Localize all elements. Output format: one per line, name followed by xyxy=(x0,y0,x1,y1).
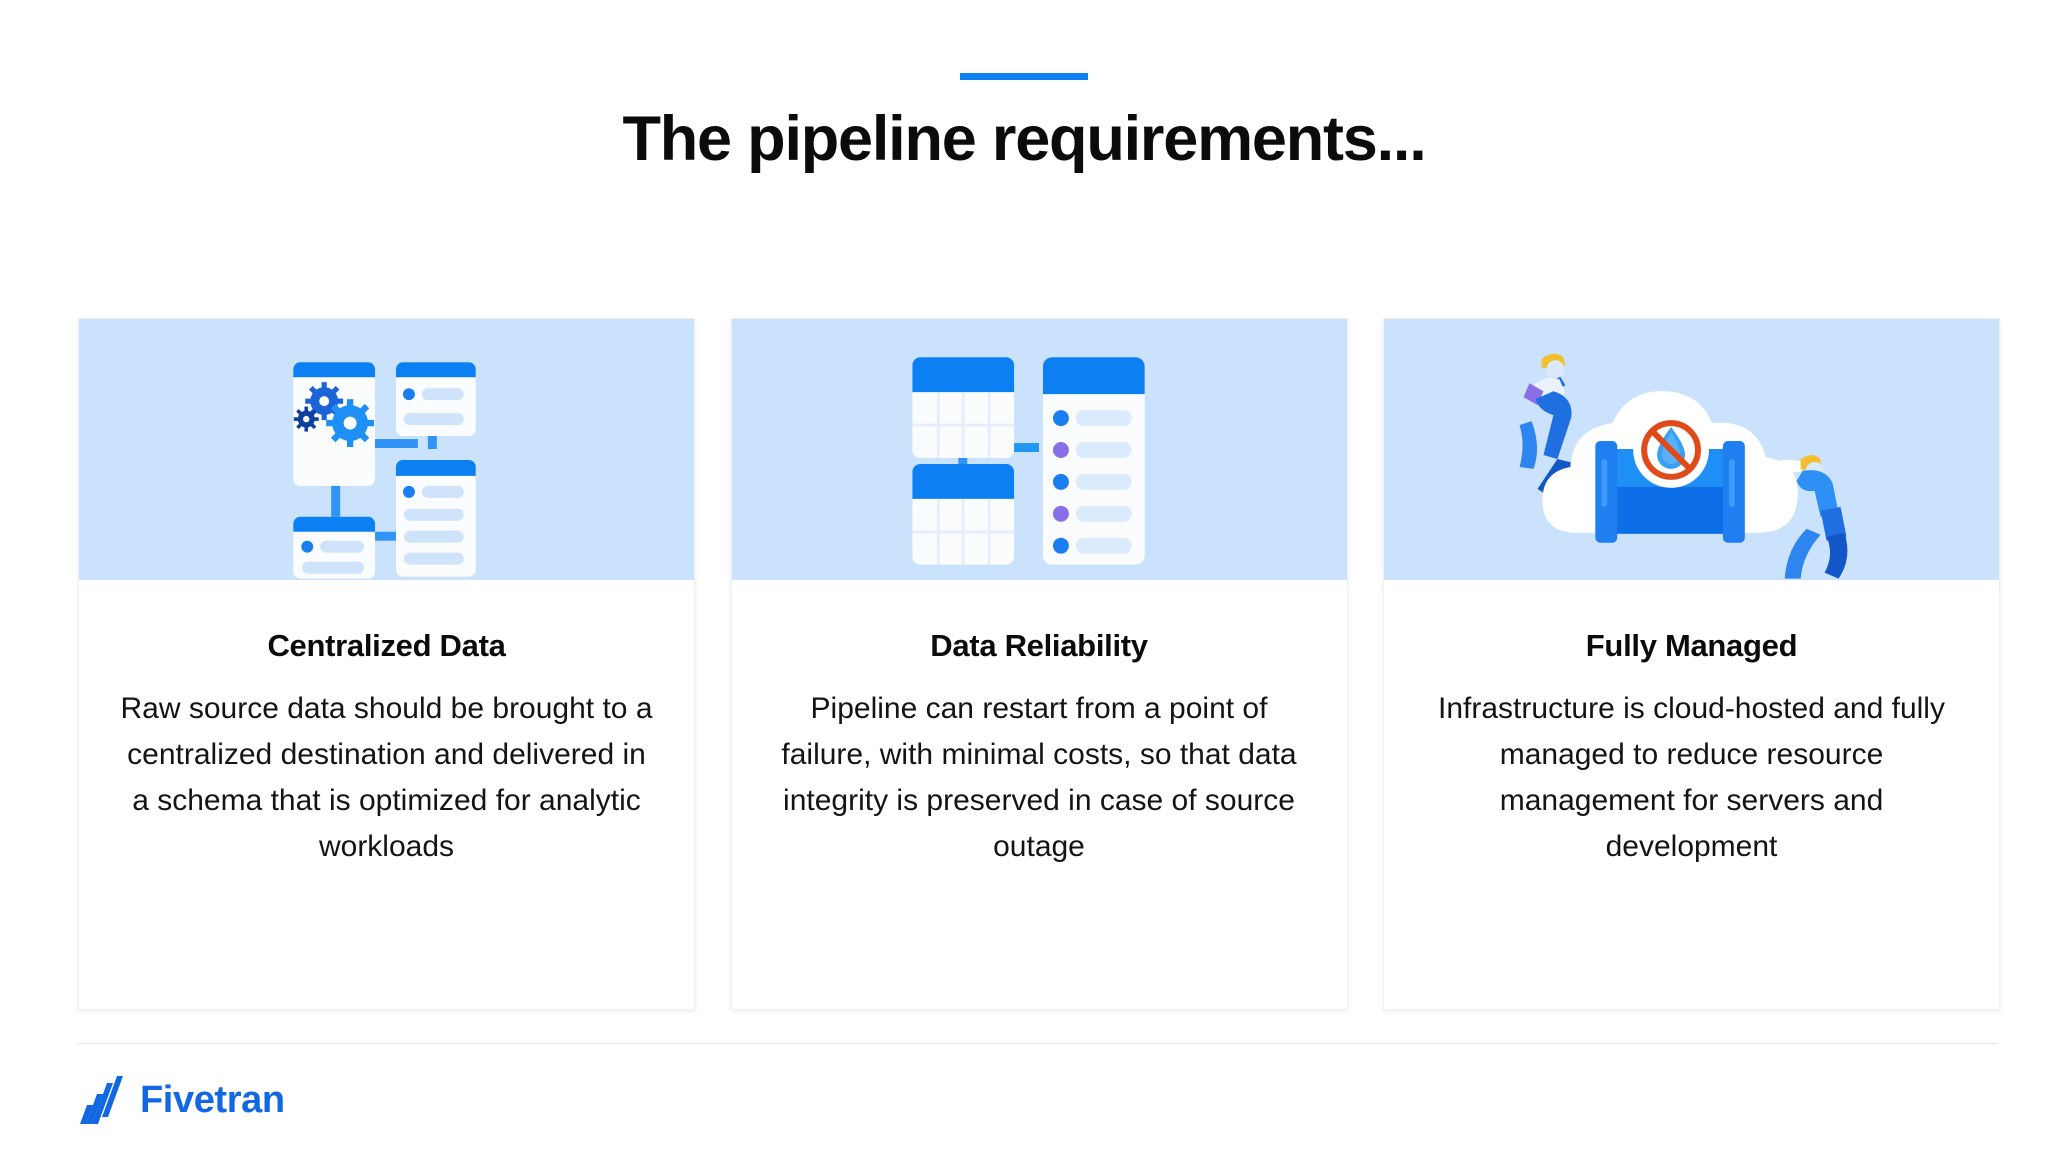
requirement-card: Fully Managed Infrastructure is cloud-ho… xyxy=(1383,318,2000,1010)
card-description: Raw source data should be brought to a c… xyxy=(120,692,653,863)
fully-managed-cloud-pipe-illustration xyxy=(1384,319,1999,580)
no-water-leak-icon xyxy=(1633,412,1709,488)
card-description: Pipeline can restart from a point of fai… xyxy=(781,692,1297,863)
title-accent-bar xyxy=(960,73,1088,80)
fivetran-wordmark: Fivetran xyxy=(140,1078,285,1121)
requirement-card: Data Reliability Pipeline can restart fr… xyxy=(730,318,1348,1010)
card-title: Data Reliability xyxy=(930,628,1148,663)
data-reliability-tables-illustration xyxy=(731,319,1347,580)
cloud-pipe-workers-icon xyxy=(1519,353,1848,579)
pipe-shape xyxy=(1595,441,1745,543)
worker-right-figure xyxy=(1766,454,1848,579)
centralized-data-schema-illustration xyxy=(79,319,694,580)
card-body: Fully Managed Infrastructure is cloud-ho… xyxy=(1384,580,1999,1009)
tables-list-diagram-icon xyxy=(911,357,1145,565)
fivetran-logo-icon xyxy=(80,1076,123,1124)
requirement-card: Centralized Data Raw source data should … xyxy=(78,318,695,1010)
card-body: Centralized Data Raw source data should … xyxy=(79,580,694,1009)
card-body: Data Reliability Pipeline can restart fr… xyxy=(732,580,1347,1009)
footer-branding: Fivetran xyxy=(78,1075,285,1125)
requirement-card-row: Centralized Data Raw source data should … xyxy=(78,318,2000,1010)
footer-divider xyxy=(78,1043,1998,1044)
card-title: Fully Managed xyxy=(1585,628,1798,663)
card-title: Centralized Data xyxy=(267,628,506,663)
page-title: The pipeline requirements... xyxy=(622,104,1426,174)
schema-diagram-icon xyxy=(293,362,476,579)
card-description: Infrastructure is cloud-hosted and fully… xyxy=(1438,692,1945,863)
